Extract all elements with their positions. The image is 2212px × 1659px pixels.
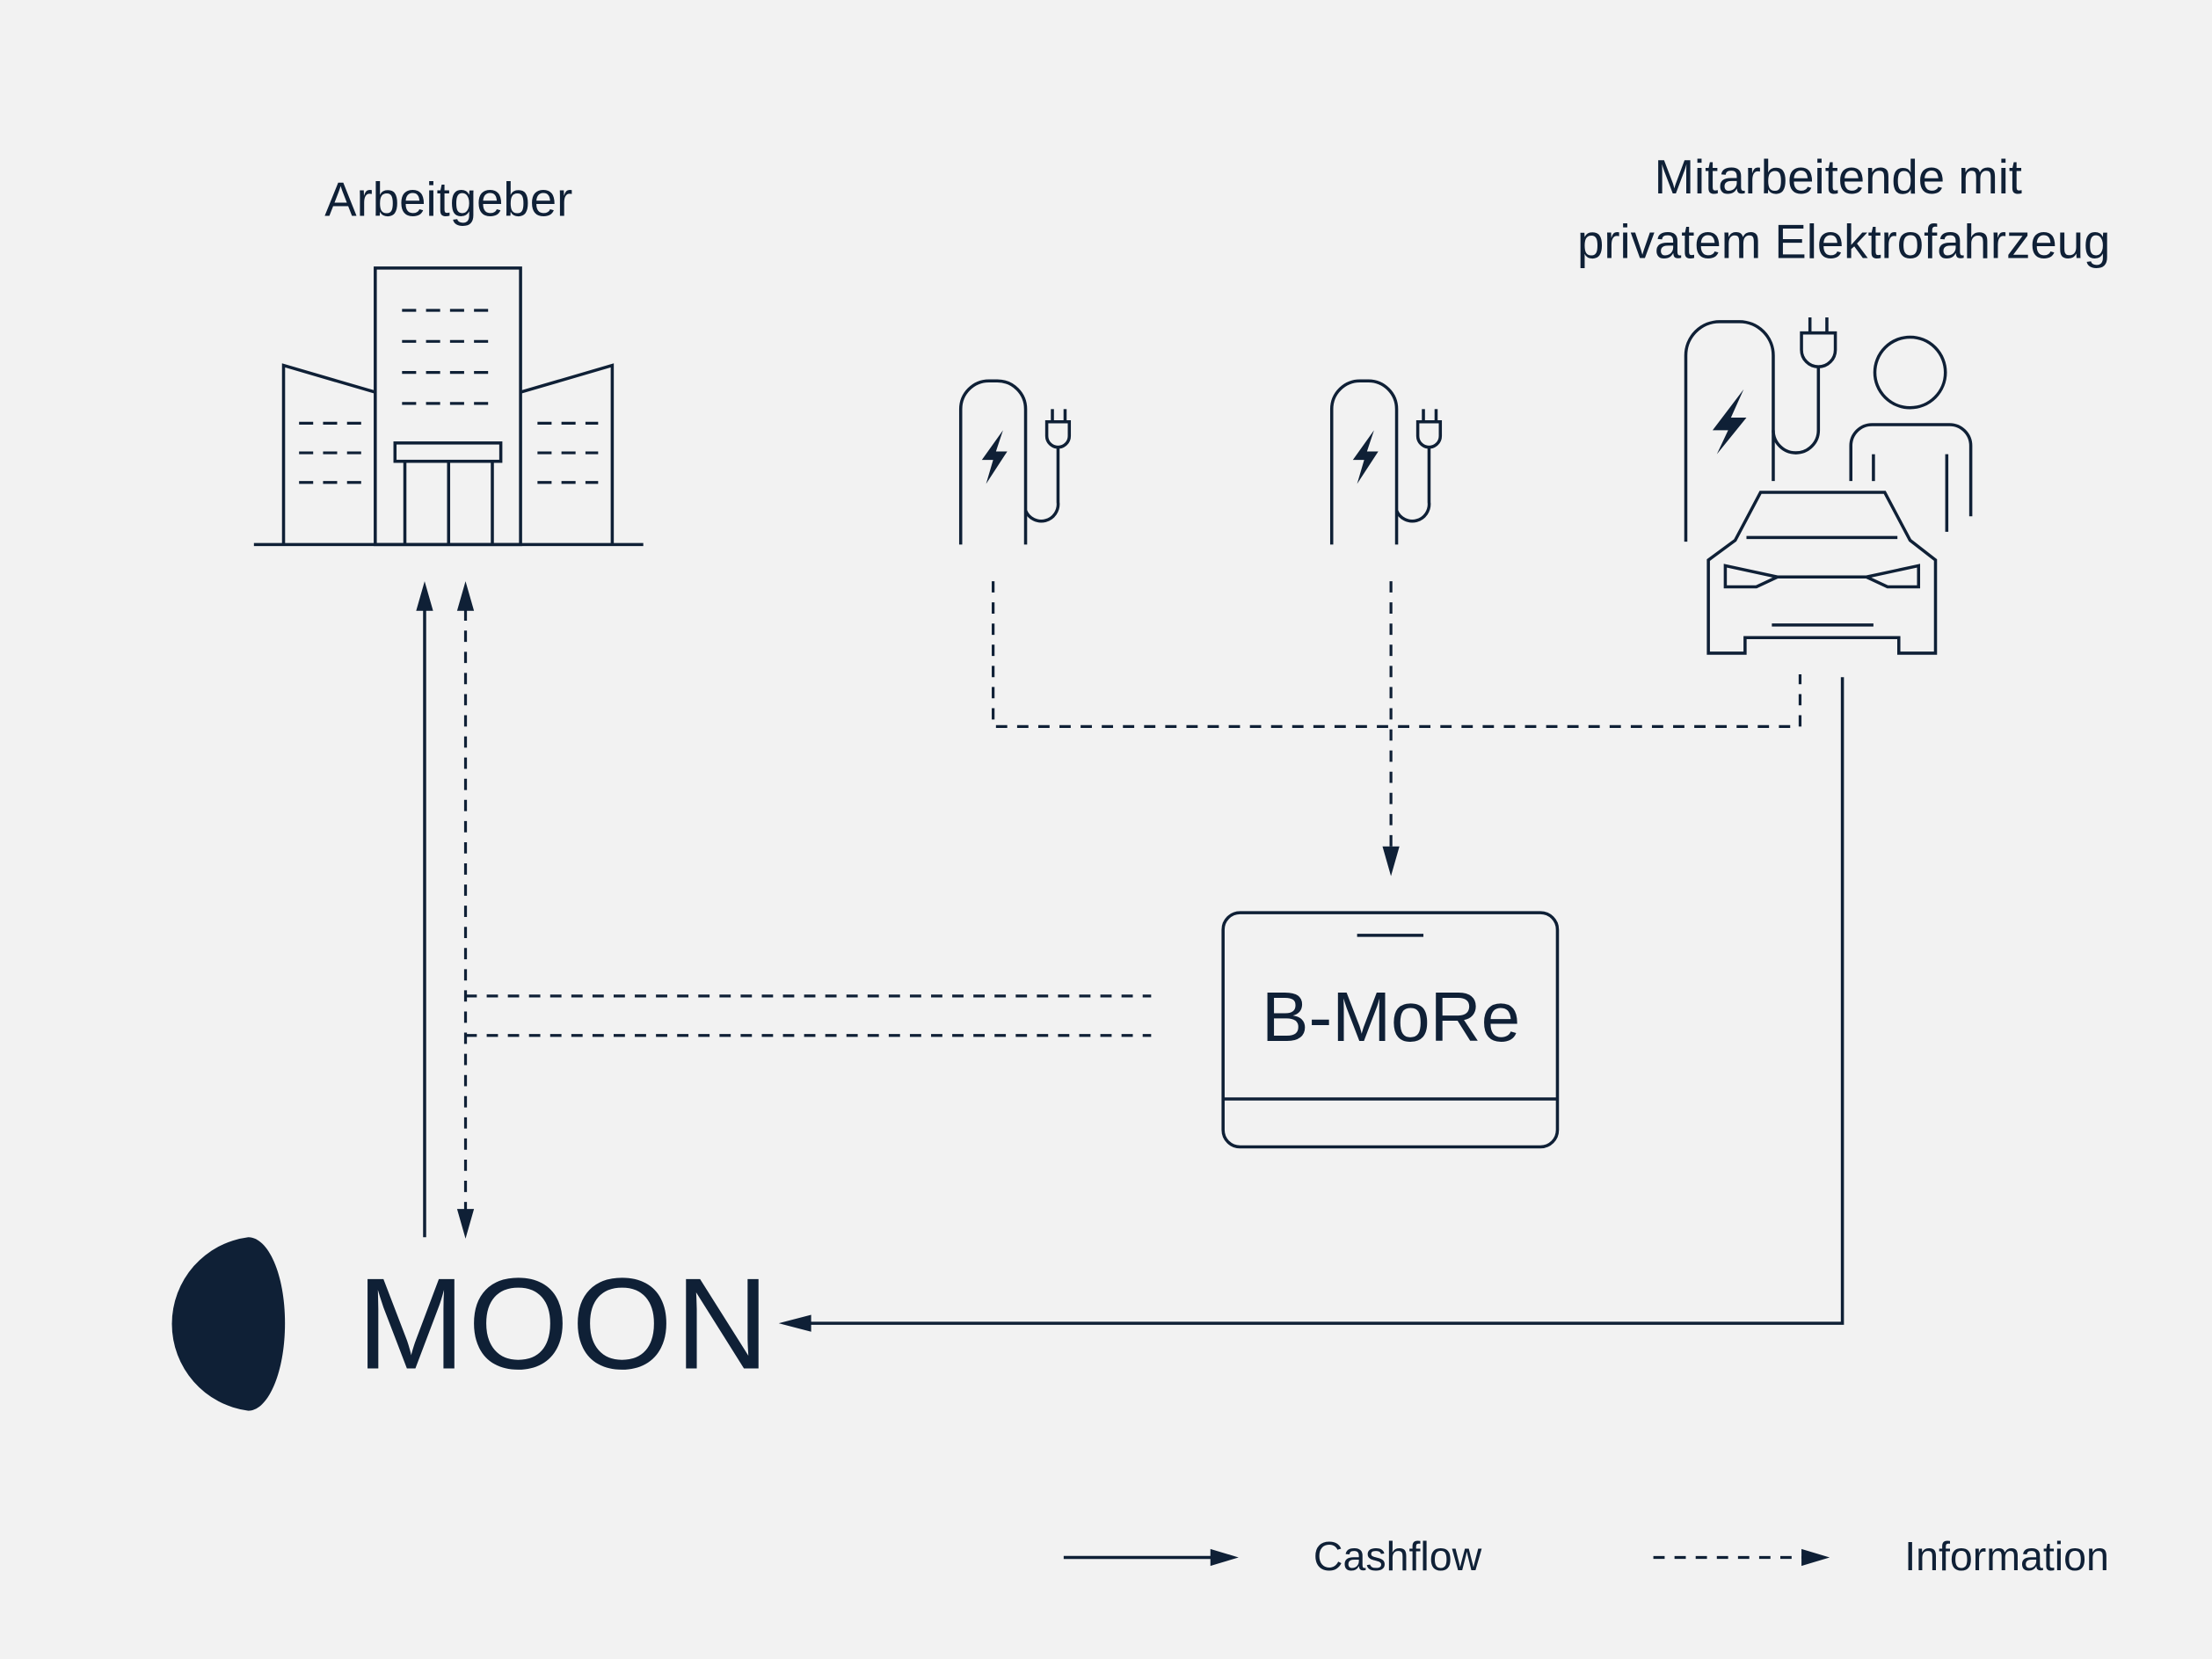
legend-information: Information [1904,1533,2109,1579]
employer-title: Arbeitgeber [324,173,572,227]
legend-cashflow: Cashflow [1313,1533,1482,1579]
bmore-box: B-MoRe [1221,911,1560,1149]
cashflow-lines [416,581,1845,1332]
office-building-icon [253,266,644,547]
employee-car-charger-icon [1684,317,1973,655]
employees-title-line2: privatem Elektrofahrzeug [1577,215,2110,269]
moon-label: MOON [357,1251,772,1396]
moon-logo-icon [171,1237,286,1411]
legend: Cashflow Information [1063,1533,2109,1579]
information-flow-lines [456,581,1802,1239]
bmore-label: B-MoRe [1262,977,1520,1056]
employees-title-line1: Mitarbeitende mit [1655,150,2022,204]
charging-station-icon [958,379,1072,545]
charging-station-icon [1329,379,1443,545]
moon-logo: MOON [171,1237,772,1411]
